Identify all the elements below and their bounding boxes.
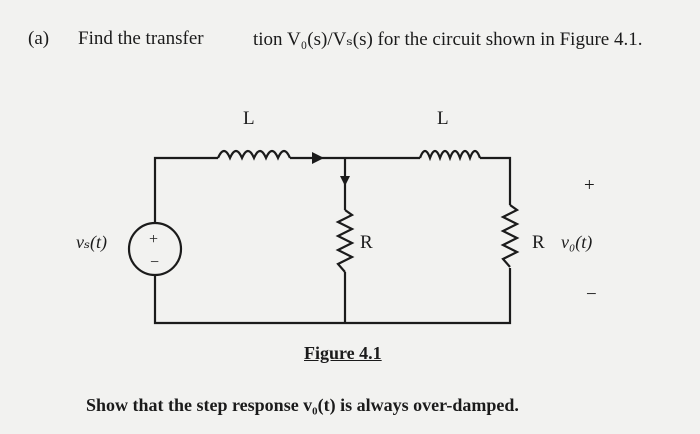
output-voltage-label: v₀(t) — [561, 232, 592, 253]
inductor-left — [216, 149, 292, 161]
resistor-right-label: R — [532, 232, 545, 253]
output-plus-sign: + — [584, 175, 595, 196]
current-arrow-top — [312, 152, 324, 164]
output-minus-sign: − — [586, 284, 597, 305]
right-wire — [480, 156, 512, 205]
resistor-right — [500, 204, 520, 268]
inductor-right-label: L — [437, 108, 449, 129]
inductor-left-label: L — [243, 108, 255, 129]
source-minus-sign: − — [150, 254, 159, 271]
resistor-middle-label: R — [360, 232, 373, 253]
question-text-start: Find the transfer — [78, 28, 204, 49]
bottom-wire — [153, 268, 512, 325]
question-text-end: tion V₀(s)/Vₛ(s) for the circuit shown i… — [253, 29, 643, 50]
figure-caption: Figure 4.1 — [304, 343, 382, 363]
source-plus-sign: + — [149, 231, 158, 248]
voltage-source — [127, 221, 183, 277]
left-wire — [153, 156, 218, 223]
current-arrow-middle — [340, 176, 350, 186]
followup-question: Show that the step response v₀(t) is alw… — [86, 395, 519, 415]
inductor-right — [418, 149, 482, 162]
source-label: vₛ(t) — [76, 232, 107, 253]
question-part-label: (a) — [28, 28, 50, 49]
resistor-middle — [335, 209, 355, 273]
